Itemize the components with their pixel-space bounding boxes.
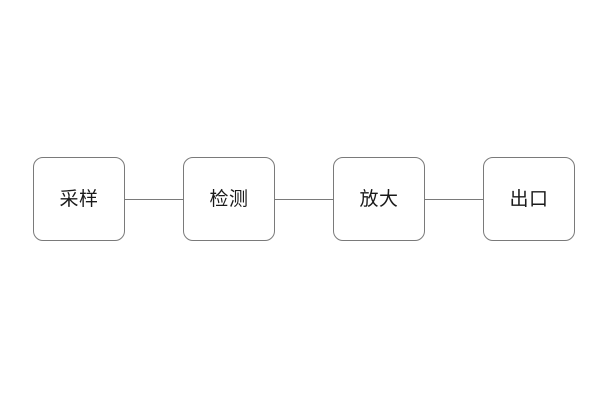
flow-node-label: 检测 [209, 187, 249, 210]
flow-node-label: 放大 [359, 187, 399, 210]
flow-connector-amplify-outlet [425, 198, 483, 200]
flow-node-detection[interactable]: 检测 [183, 157, 275, 241]
flow-connector-detection-amplify [275, 198, 333, 200]
flow-node-amplify[interactable]: 放大 [333, 157, 425, 241]
flow-node-label: 出口 [509, 187, 549, 210]
flow-node-sampling[interactable]: 采样 [33, 157, 125, 241]
flow-node-label: 采样 [59, 187, 99, 210]
flow-connector-sampling-detection [125, 198, 183, 200]
flow-chain: 采样 检测 放大 出口 [33, 157, 575, 241]
flow-node-outlet[interactable]: 出口 [483, 157, 575, 241]
